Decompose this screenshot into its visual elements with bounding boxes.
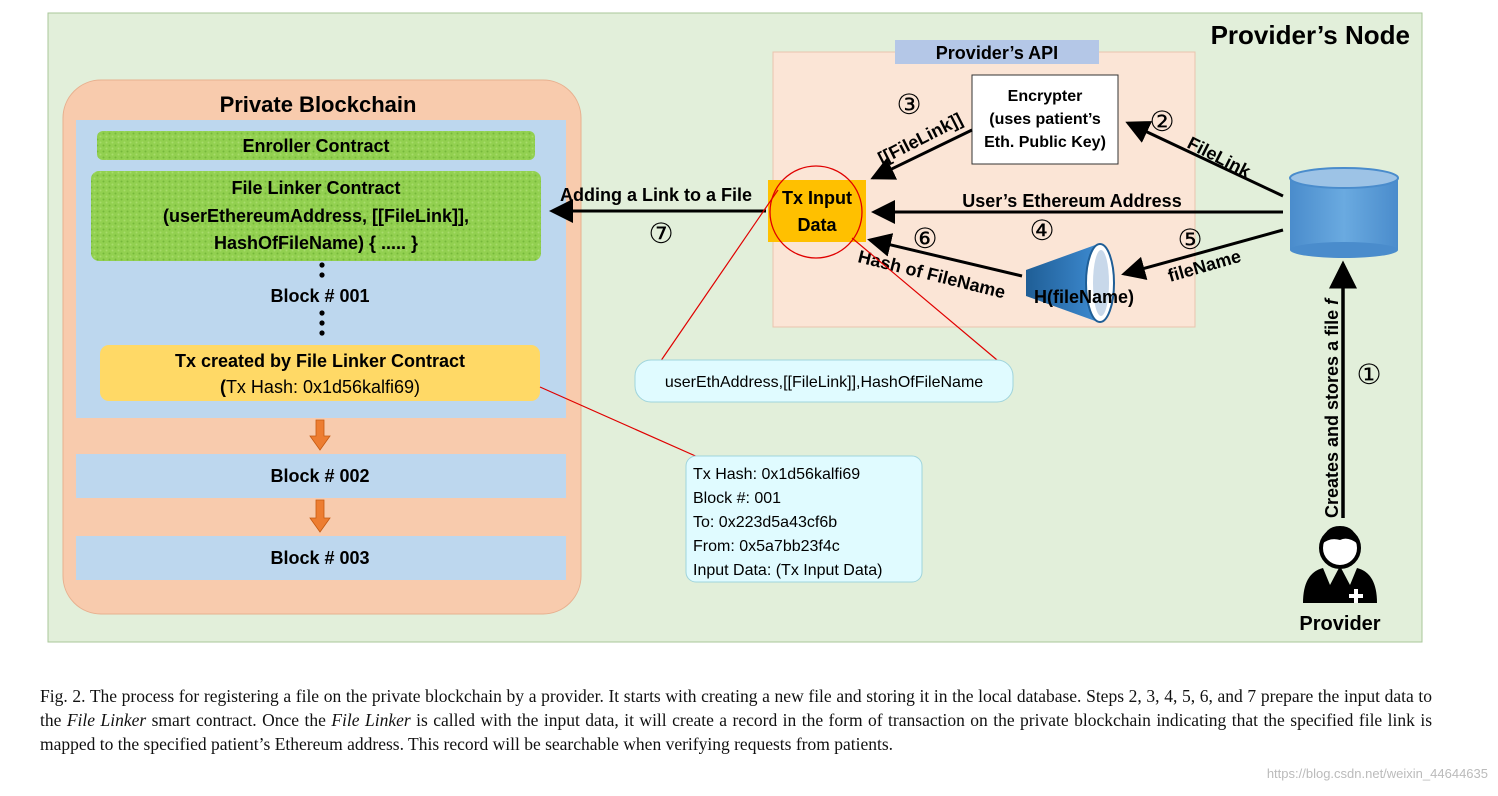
- tx-input-line1: Tx Input: [782, 188, 852, 208]
- tx-created-line1: Tx created by File Linker Contract: [175, 351, 465, 371]
- step-4: ④: [1029, 215, 1054, 246]
- enroller-contract-label: Enroller Contract: [242, 136, 389, 156]
- arrow-filelink: [1125, 121, 1284, 198]
- tx-hash-line: Tx Hash: 0x1d56kalfi69: [693, 466, 860, 483]
- tx-input-highlight: [769, 165, 863, 259]
- encrypter-line3: Eth. Public Key): [984, 134, 1106, 151]
- database-icon: [1289, 167, 1399, 258]
- down-arrow-icon: [309, 419, 331, 451]
- tx-input-line2: Data: [797, 215, 837, 235]
- hash-function-icon: [1026, 243, 1115, 323]
- encrypter-box: [971, 74, 1119, 165]
- file-linker-contract: [91, 171, 541, 261]
- encrypter-line2: (uses patient’s: [989, 111, 1101, 128]
- file-linker-line2: (userEthereumAddress, [[FileLink]],: [163, 206, 469, 226]
- tx-created-box: [100, 345, 540, 401]
- hash-function-label: H(fileName): [1034, 287, 1134, 307]
- down-arrow-icon: [309, 499, 331, 533]
- step-1: ①: [1356, 359, 1381, 390]
- arrow-encrypted-filelink: [870, 128, 973, 180]
- ellipsis-dot: [319, 310, 325, 316]
- step-6: ⑥: [912, 223, 937, 254]
- input-data-callout: [634, 359, 1014, 403]
- file-linker-line1: File Linker Contract: [231, 178, 400, 198]
- tx-input-box: [768, 180, 866, 242]
- ellipsis-dot: [319, 330, 325, 336]
- encrypter-line1: Encrypter: [1008, 88, 1083, 105]
- block-003-label: Block # 003: [270, 548, 369, 568]
- ellipsis-dot: [319, 320, 325, 326]
- file-linker-line3: HashOfFileName) { ..... }: [214, 233, 418, 253]
- tx-from-line: From: 0x5a7bb23f4c: [693, 538, 840, 555]
- watermark: https://blog.csdn.net/weixin_44644635: [1266, 766, 1488, 781]
- tx-input-data-line: Input Data: (Tx Input Data): [693, 562, 882, 579]
- step-5: ⑤: [1177, 224, 1202, 255]
- ellipsis-dot: [319, 262, 325, 268]
- creates-stores-label: Creates and stores a file f: [1322, 297, 1342, 518]
- figure-caption: Fig. 2. The process for registering a fi…: [40, 686, 1432, 754]
- tx-to-line: To: 0x223d5a43cf6b: [693, 514, 837, 531]
- step-2: ②: [1149, 106, 1174, 137]
- file-registration-diagram: Provider’s Node Private Blockchain Enrol…: [47, 12, 1423, 643]
- ellipsis-dot: [319, 272, 325, 278]
- enroller-contract: [97, 131, 535, 160]
- block-002-label: Block # 002: [270, 466, 369, 486]
- tx-details-callout: [685, 455, 923, 583]
- step-3: ③: [896, 89, 921, 120]
- provider-person-icon: [1303, 526, 1377, 603]
- block-003-box: [76, 536, 566, 580]
- adding-link-label: Adding a Link to a File: [560, 185, 752, 205]
- step-7: ⑦: [648, 218, 673, 249]
- arrow-filename: [1121, 228, 1284, 280]
- callout-connector: [657, 189, 779, 366]
- arrow-hash-of-filename: [867, 233, 1023, 278]
- provider-label: Provider: [1299, 613, 1380, 635]
- block-002-box: [76, 454, 566, 498]
- provider-node-title: Provider’s Node: [1211, 20, 1410, 50]
- block-001-label: Block # 001: [270, 286, 369, 306]
- tx-block-line: Block #: 001: [693, 490, 781, 507]
- callout-connector: [539, 386, 701, 459]
- callout-connector: [851, 237, 1004, 366]
- input-data-callout-text: userEthAddress,[[FileLink]],HashOfFileNa…: [665, 374, 983, 391]
- tx-created-line2: (Tx Hash: 0x1d56kalfi69): [220, 377, 420, 397]
- provider-api-title-box: [895, 40, 1099, 64]
- private-blockchain-title: Private Blockchain: [220, 92, 417, 117]
- user-eth-address-label: User’s Ethereum Address: [962, 191, 1181, 211]
- provider-api-title: Provider’s API: [936, 43, 1058, 63]
